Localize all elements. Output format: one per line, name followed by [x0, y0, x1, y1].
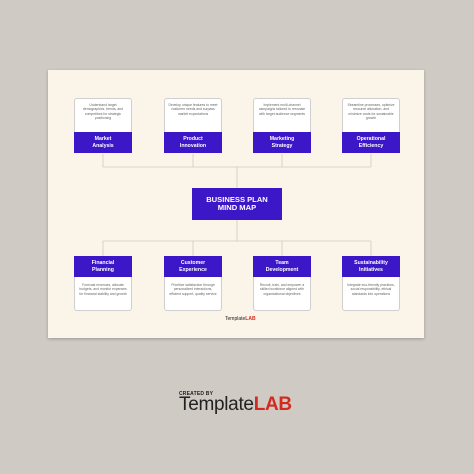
- branch-label: Team Development: [253, 256, 311, 277]
- branch-label: Sustainability Initiatives: [342, 256, 400, 277]
- sheet-brand-regular: Template: [225, 316, 246, 322]
- branch-market-analysis: Understand target demographics, trends, …: [74, 98, 132, 153]
- templatelab-logo: TemplateLAB: [179, 394, 292, 416]
- credit-brand-strong: LAB: [253, 394, 292, 415]
- branch-description: Streamline processes, optimize resource …: [342, 98, 400, 132]
- branch-description: Forecast revenues, allocate budgets, and…: [74, 277, 132, 311]
- central-topic: BUSINESS PLAN MIND MAP: [192, 188, 282, 220]
- branch-label: Marketing Strategy: [253, 132, 311, 153]
- branch-customer-experience: Customer Experience Prioritize satisfact…: [164, 256, 222, 311]
- branch-description: Understand target demographics, trends, …: [74, 98, 132, 132]
- branch-label: Financial Planning: [74, 256, 132, 277]
- credit-brand-regular: Template: [179, 394, 254, 415]
- connector-lines: [102, 154, 372, 256]
- created-by-label: CREATED BY: [179, 391, 214, 397]
- branch-marketing-strategy: Implement multi-channel campaigns tailor…: [253, 98, 311, 153]
- branch-description: Recruit, train, and empower a skilled wo…: [253, 277, 311, 311]
- branch-label: Market Analysis: [74, 132, 132, 153]
- branch-label: Operational Efficiency: [342, 132, 400, 153]
- branch-team-development: Team Development Recruit, train, and emp…: [253, 256, 311, 311]
- branch-product-innovation: Develop unique features to meet customer…: [164, 98, 222, 153]
- mind-map-sheet: Understand target demographics, trends, …: [48, 70, 424, 338]
- branch-operational-efficiency: Streamline processes, optimize resource …: [342, 98, 400, 153]
- branch-label: Customer Experience: [164, 256, 222, 277]
- branch-description: Develop unique features to meet customer…: [164, 98, 222, 132]
- branch-label: Product Innovation: [164, 132, 222, 153]
- sheet-brand-strong: LAB: [245, 316, 256, 322]
- branch-description: Implement multi-channel campaigns tailor…: [253, 98, 311, 132]
- branch-sustainability-initiatives: Sustainability Initiatives Integrate eco…: [342, 256, 400, 311]
- branch-description: Prioritize satisfaction through personal…: [164, 277, 222, 311]
- sheet-brand-logo: TemplateLAB: [225, 316, 256, 322]
- branch-financial-planning: Financial Planning Forecast revenues, al…: [74, 256, 132, 311]
- branch-description: Integrate eco-friendly practices, social…: [342, 277, 400, 311]
